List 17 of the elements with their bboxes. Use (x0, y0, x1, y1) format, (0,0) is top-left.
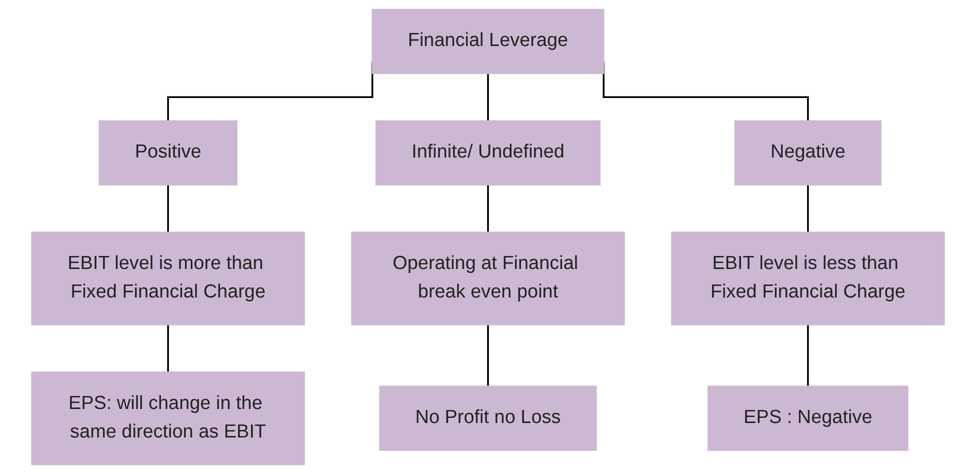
node-box: Negative (734, 120, 882, 186)
connector (487, 73, 489, 122)
node-box: EPS : Negative (708, 386, 908, 451)
node-box: EBIT level is more than Fixed Financial Charge (31, 232, 305, 326)
node-box: EPS: will change in the same direction as EBIT (31, 372, 305, 466)
node-box: Positive (98, 120, 238, 186)
connector (487, 184, 489, 234)
connector (167, 184, 169, 234)
node-box: EBIT level is less than Fixed Financial Charge (671, 232, 945, 326)
connector (807, 324, 809, 388)
node-box: No Profit no Loss (379, 386, 597, 451)
connector (167, 324, 169, 373)
node-box: Operating at Financial break even point (351, 232, 625, 326)
node-box: Infinite/ Undefined (375, 120, 601, 186)
node-box: Financial Leverage (372, 8, 604, 74)
connector (807, 184, 809, 234)
connector (487, 324, 489, 388)
